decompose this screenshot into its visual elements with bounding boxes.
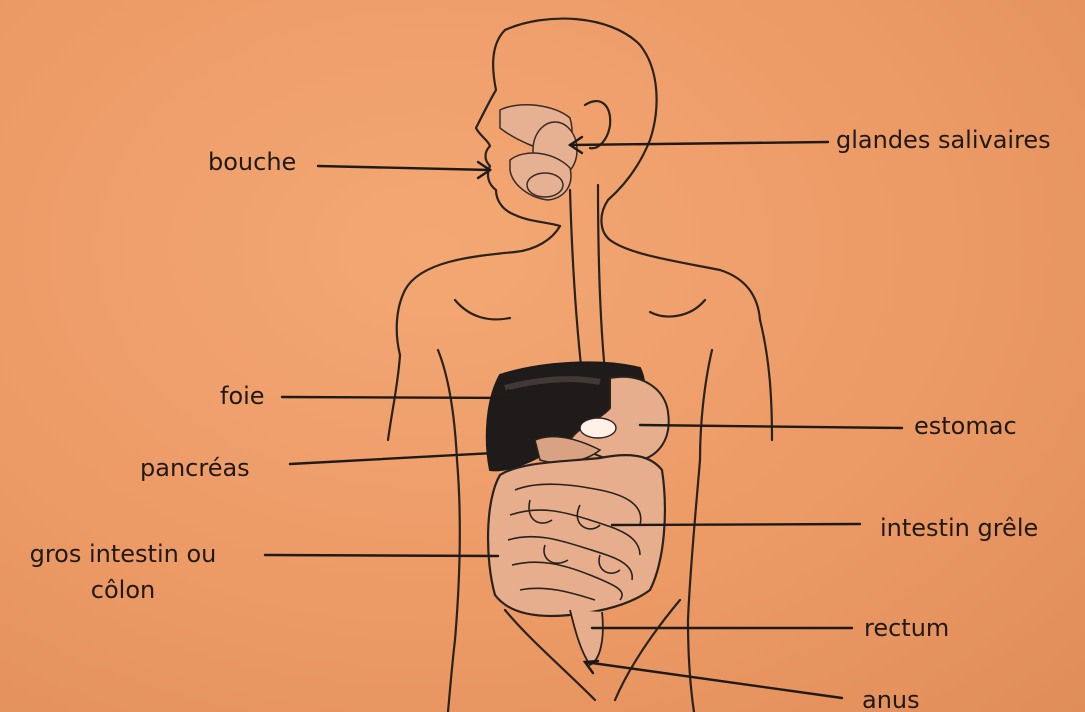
label-gros-intestin-line1: gros intestin ou	[8, 536, 238, 572]
label-rectum: rectum	[864, 612, 949, 644]
right-arm-inner	[700, 350, 712, 460]
label-gros-intestin-line2: côlon	[8, 572, 238, 608]
pointer-foie	[282, 397, 520, 398]
esophagus	[570, 185, 605, 375]
pointer-estomac	[640, 425, 902, 428]
pointer-gros-intestin	[265, 555, 498, 556]
label-foie: foie	[220, 380, 265, 412]
salivary-glands	[500, 105, 577, 200]
left-torso	[448, 460, 460, 712]
neck-front	[397, 226, 560, 355]
label-gros-intestin: gros intestin ou côlon	[8, 536, 238, 608]
right-torso	[688, 460, 700, 712]
label-glandes-salivaires: glandes salivaires	[836, 124, 1051, 156]
right-arm	[760, 320, 772, 440]
pointer-pancreas	[290, 452, 512, 464]
label-anus: anus	[862, 684, 920, 712]
pointer-bouche	[318, 166, 490, 170]
left-arm-inner	[438, 350, 457, 460]
label-pancreas: pancréas	[140, 452, 250, 484]
label-estomac: estomac	[914, 410, 1017, 442]
pointer-intestin-grele	[612, 524, 860, 525]
large-intestine	[488, 455, 665, 616]
label-bouche: bouche	[208, 146, 296, 178]
ear	[585, 101, 610, 148]
pointer-glandes	[570, 142, 828, 145]
label-intestin-grele: intestin grêle	[880, 512, 1038, 544]
rectum-shape	[570, 610, 603, 665]
chest-line	[455, 300, 705, 319]
neck-back	[610, 240, 760, 320]
